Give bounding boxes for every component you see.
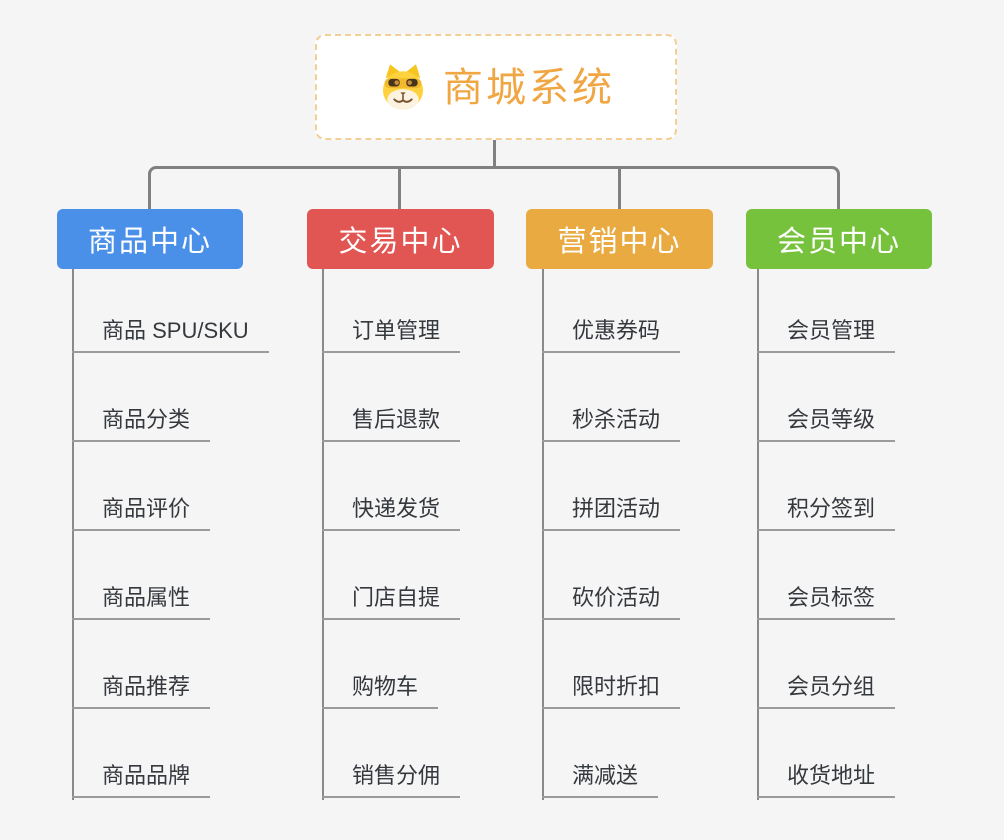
column-trunk-connector: [322, 269, 324, 800]
branch-bus-connector: [148, 166, 840, 210]
leaf-item[interactable]: 会员管理: [757, 318, 896, 353]
branch-node-member-center[interactable]: 会员中心: [746, 209, 932, 269]
leaf-item[interactable]: 拼团活动: [542, 496, 681, 531]
leaf-item[interactable]: 满减送: [542, 763, 659, 798]
leaf-item[interactable]: 优惠券码: [542, 318, 681, 353]
branch-label: 营销中心: [557, 226, 682, 258]
branch-label: 商品中心: [87, 226, 212, 258]
shiba-dog-icon: [377, 62, 429, 112]
leaf-item[interactable]: 购物车: [322, 674, 439, 709]
leaf-item[interactable]: 商品 SPU/SKU: [72, 318, 269, 353]
leaf-item[interactable]: 商品分类: [72, 407, 211, 442]
leaf-item[interactable]: 快递发货: [322, 496, 461, 531]
leaf-item[interactable]: 销售分佣: [322, 763, 461, 798]
branch-label: 会员中心: [776, 226, 901, 258]
leaf-item[interactable]: 会员标签: [757, 585, 896, 620]
column-trunk-connector: [542, 269, 544, 800]
branch-drop-connector: [398, 166, 401, 210]
branch-node-product-center[interactable]: 商品中心: [57, 209, 243, 269]
leaf-item[interactable]: 商品品牌: [72, 763, 211, 798]
leaf-item[interactable]: 砍价活动: [542, 585, 681, 620]
column-trunk-connector: [72, 269, 74, 800]
branch-drop-connector: [618, 166, 621, 210]
leaf-item[interactable]: 会员等级: [757, 407, 896, 442]
root-node[interactable]: 商城系统: [315, 34, 677, 140]
leaf-item[interactable]: 售后退款: [322, 407, 461, 442]
leaf-item[interactable]: 门店自提: [322, 585, 461, 620]
leaf-item[interactable]: 商品属性: [72, 585, 211, 620]
leaf-item[interactable]: 秒杀活动: [542, 407, 681, 442]
leaf-item[interactable]: 商品推荐: [72, 674, 211, 709]
branch-node-marketing-center[interactable]: 营销中心: [526, 209, 713, 269]
column-trunk-connector: [757, 269, 759, 800]
root-title: 商城系统: [443, 66, 615, 110]
branch-label: 交易中心: [338, 226, 463, 258]
leaf-item[interactable]: 限时折扣: [542, 674, 681, 709]
leaf-item[interactable]: 订单管理: [322, 318, 461, 353]
leaf-item[interactable]: 会员分组: [757, 674, 896, 709]
leaf-item[interactable]: 积分签到: [757, 496, 896, 531]
leaf-item[interactable]: 收货地址: [757, 763, 896, 798]
branch-node-trade-center[interactable]: 交易中心: [307, 209, 494, 269]
leaf-item[interactable]: 商品评价: [72, 496, 211, 531]
root-stem-connector: [493, 140, 496, 167]
